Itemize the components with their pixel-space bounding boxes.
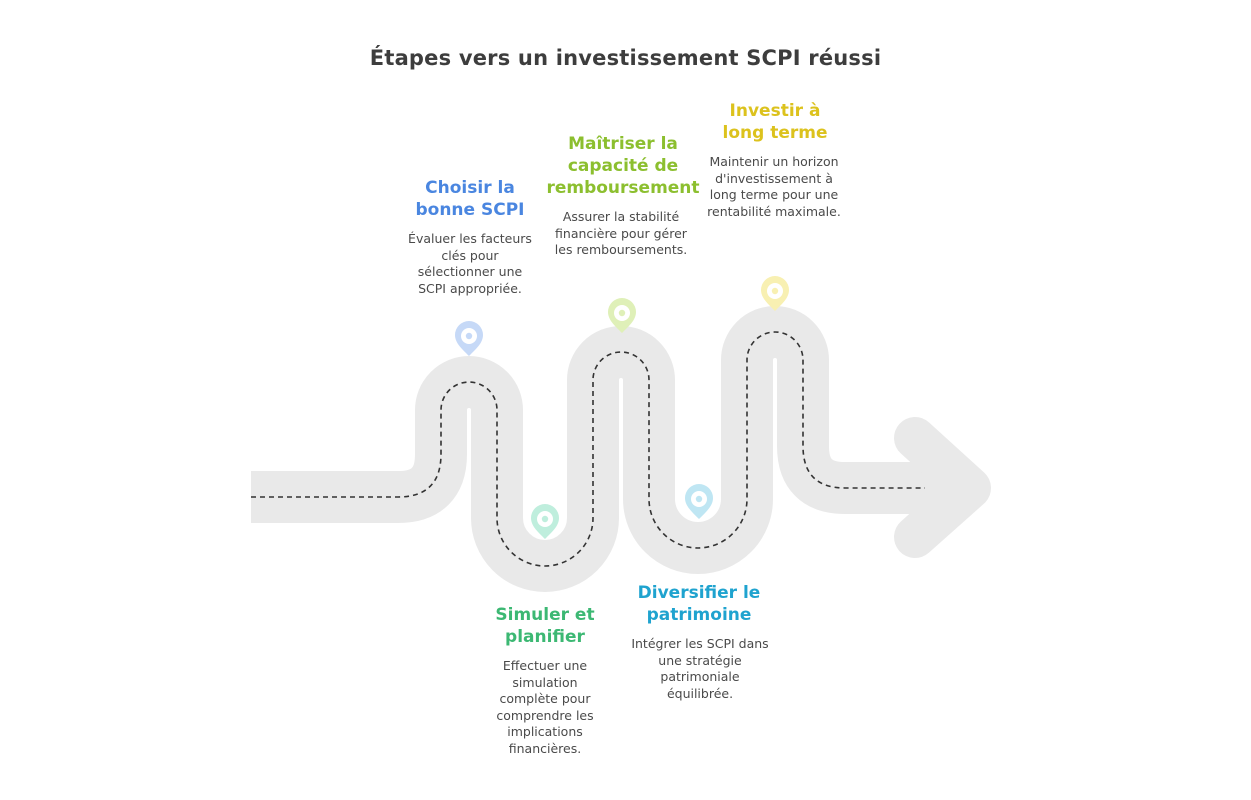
step-description: Évaluer les facteurs clés pour sélection… (408, 231, 532, 296)
step-description: Assurer la stabilité financière pour gér… (554, 209, 688, 257)
location-pin-icon (608, 298, 636, 333)
step-description: Maintenir un horizon d'investissement à … (707, 154, 841, 219)
road (251, 306, 991, 592)
step-description: Intégrer les SCPI dans une stratégie pat… (631, 636, 769, 701)
location-pin-icon (685, 484, 713, 519)
step-description: Effectuer une simulation complète pour c… (496, 658, 594, 756)
diagram-title: Étapes vers un investissement SCPI réuss… (369, 46, 882, 70)
step-title: Simuler et planifier (495, 605, 595, 647)
road-arrow-head (894, 417, 991, 558)
location-pin-icon (531, 504, 559, 539)
step-title: Choisir la bonne SCPI (415, 178, 525, 220)
step-title: Diversifier le patrimoine (637, 583, 761, 625)
step-title: Investir à long terme (722, 101, 828, 143)
step-title: Maîtriser la capacité de remboursement (546, 134, 700, 198)
location-pin-icon (761, 276, 789, 311)
road-path (251, 306, 950, 592)
road-center-dash (251, 331, 925, 567)
location-pin-icon (455, 321, 483, 356)
